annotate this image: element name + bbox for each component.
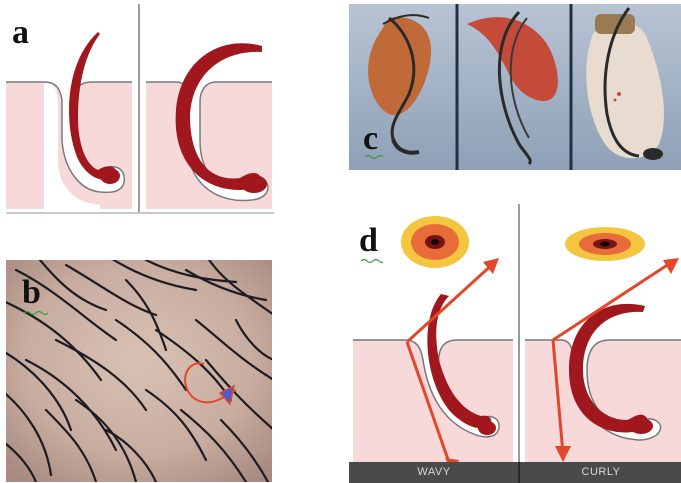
panel-d: d WAVY CURLY <box>349 200 681 483</box>
panel-d-label: d <box>359 224 378 258</box>
panel-b-label: b <box>22 276 41 310</box>
cross-section-curly <box>565 227 645 261</box>
panel-a: a <box>0 0 278 220</box>
caption-curly: CURLY <box>521 466 681 478</box>
panel-c-underline <box>365 154 385 160</box>
panel-c-label: c <box>363 122 378 156</box>
panel-a-diagram <box>0 0 278 220</box>
panel-d-diagram <box>349 200 681 483</box>
panel-a-label: a <box>12 16 29 50</box>
follicle-photos <box>349 4 681 170</box>
panel-d-underline <box>361 258 383 264</box>
scalp-photo <box>6 260 272 482</box>
panel-c: c <box>349 4 681 170</box>
caption-wavy: WAVY <box>349 466 519 478</box>
panel-b-underline <box>24 310 48 316</box>
cross-section-wavy <box>401 216 469 268</box>
panel-b: b <box>6 260 272 482</box>
